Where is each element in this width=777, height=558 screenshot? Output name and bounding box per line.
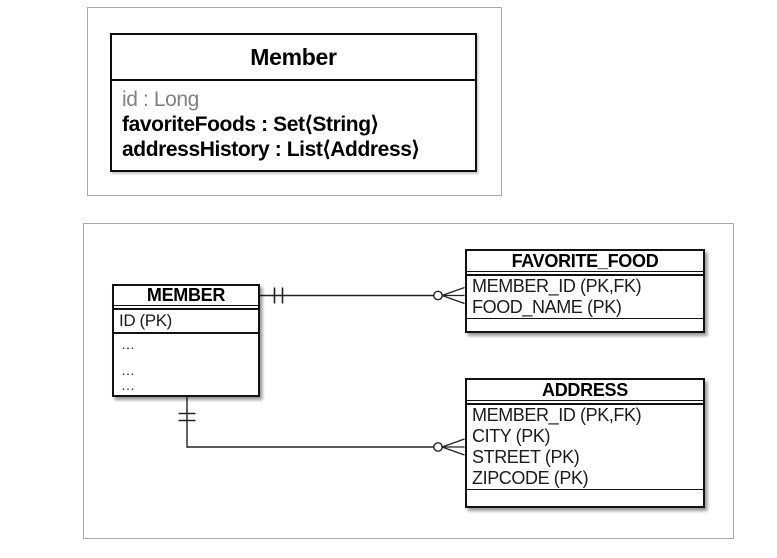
erd-column-city: CITY (PK) [472, 426, 551, 446]
erd-column-id-pk: ID (PK) [114, 310, 258, 334]
erd-relationship-lines [178, 286, 465, 456]
ellipsis-row: … [121, 336, 137, 352]
exactly-one-ticks-icon [178, 412, 196, 422]
relationship-member-favorite-food [260, 286, 465, 305]
erd-table-member: MEMBER ID (PK) … … … [112, 284, 260, 397]
row-separator [467, 318, 703, 319]
erd-table-member-title: MEMBER [114, 285, 258, 306]
erd-column-member-id: MEMBER_ID (PK,FK) [472, 405, 642, 425]
uml-class-title: Member [112, 35, 475, 81]
erd-table-favorite-food-title: FAVORITE_FOOD [467, 251, 703, 272]
uml-attr-address-history: addressHistory : List⟨Address⟩ [122, 138, 420, 161]
ellipsis-row: … [121, 362, 137, 378]
header-separator [467, 272, 703, 276]
erd-table-address: ADDRESS MEMBER_ID (PK,FK) CITY (PK) STRE… [465, 378, 705, 508]
erd-column-zipcode: ZIPCODE (PK) [472, 468, 589, 488]
ellipsis-row [121, 352, 258, 363]
zero-or-many-crowfoot-icon [433, 286, 465, 305]
empty-compartment [467, 319, 703, 331]
erd-table-favorite-food: FAVORITE_FOOD MEMBER_ID (PK,FK) FOOD_NAM… [465, 249, 705, 333]
empty-compartment [467, 490, 703, 506]
header-separator [467, 401, 703, 405]
ellipsis-row: … [121, 377, 137, 393]
exactly-one-ticks-icon [273, 287, 284, 304]
erd-column-member-id: MEMBER_ID (PK,FK) [472, 276, 642, 296]
erd-table-address-title: ADDRESS [467, 380, 703, 401]
uml-class-diagram-panel: Member id : Long favoriteFoods : Set⟨Str… [87, 7, 502, 196]
erd-panel: MEMBER ID (PK) … … … FAVORITE_FOOD MEMBE… [83, 223, 734, 539]
header-separator [114, 306, 258, 310]
uml-class-member: Member id : Long favoriteFoods : Set⟨Str… [110, 33, 477, 172]
uml-class-attributes: id : Long favoriteFoods : Set⟨String⟩ ad… [112, 81, 475, 162]
erd-member-more-columns: … … … [114, 334, 258, 393]
uml-attr-id: id : Long [122, 88, 199, 111]
zero-or-many-crowfoot-icon [433, 438, 465, 456]
relationship-member-address [178, 397, 465, 456]
uml-attr-favorite-foods: favoriteFoods : Set⟨String⟩ [122, 113, 379, 136]
erd-column-street: STREET (PK) [472, 447, 580, 467]
erd-column-food-name: FOOD_NAME (PK) [472, 297, 622, 317]
row-separator [467, 489, 703, 490]
